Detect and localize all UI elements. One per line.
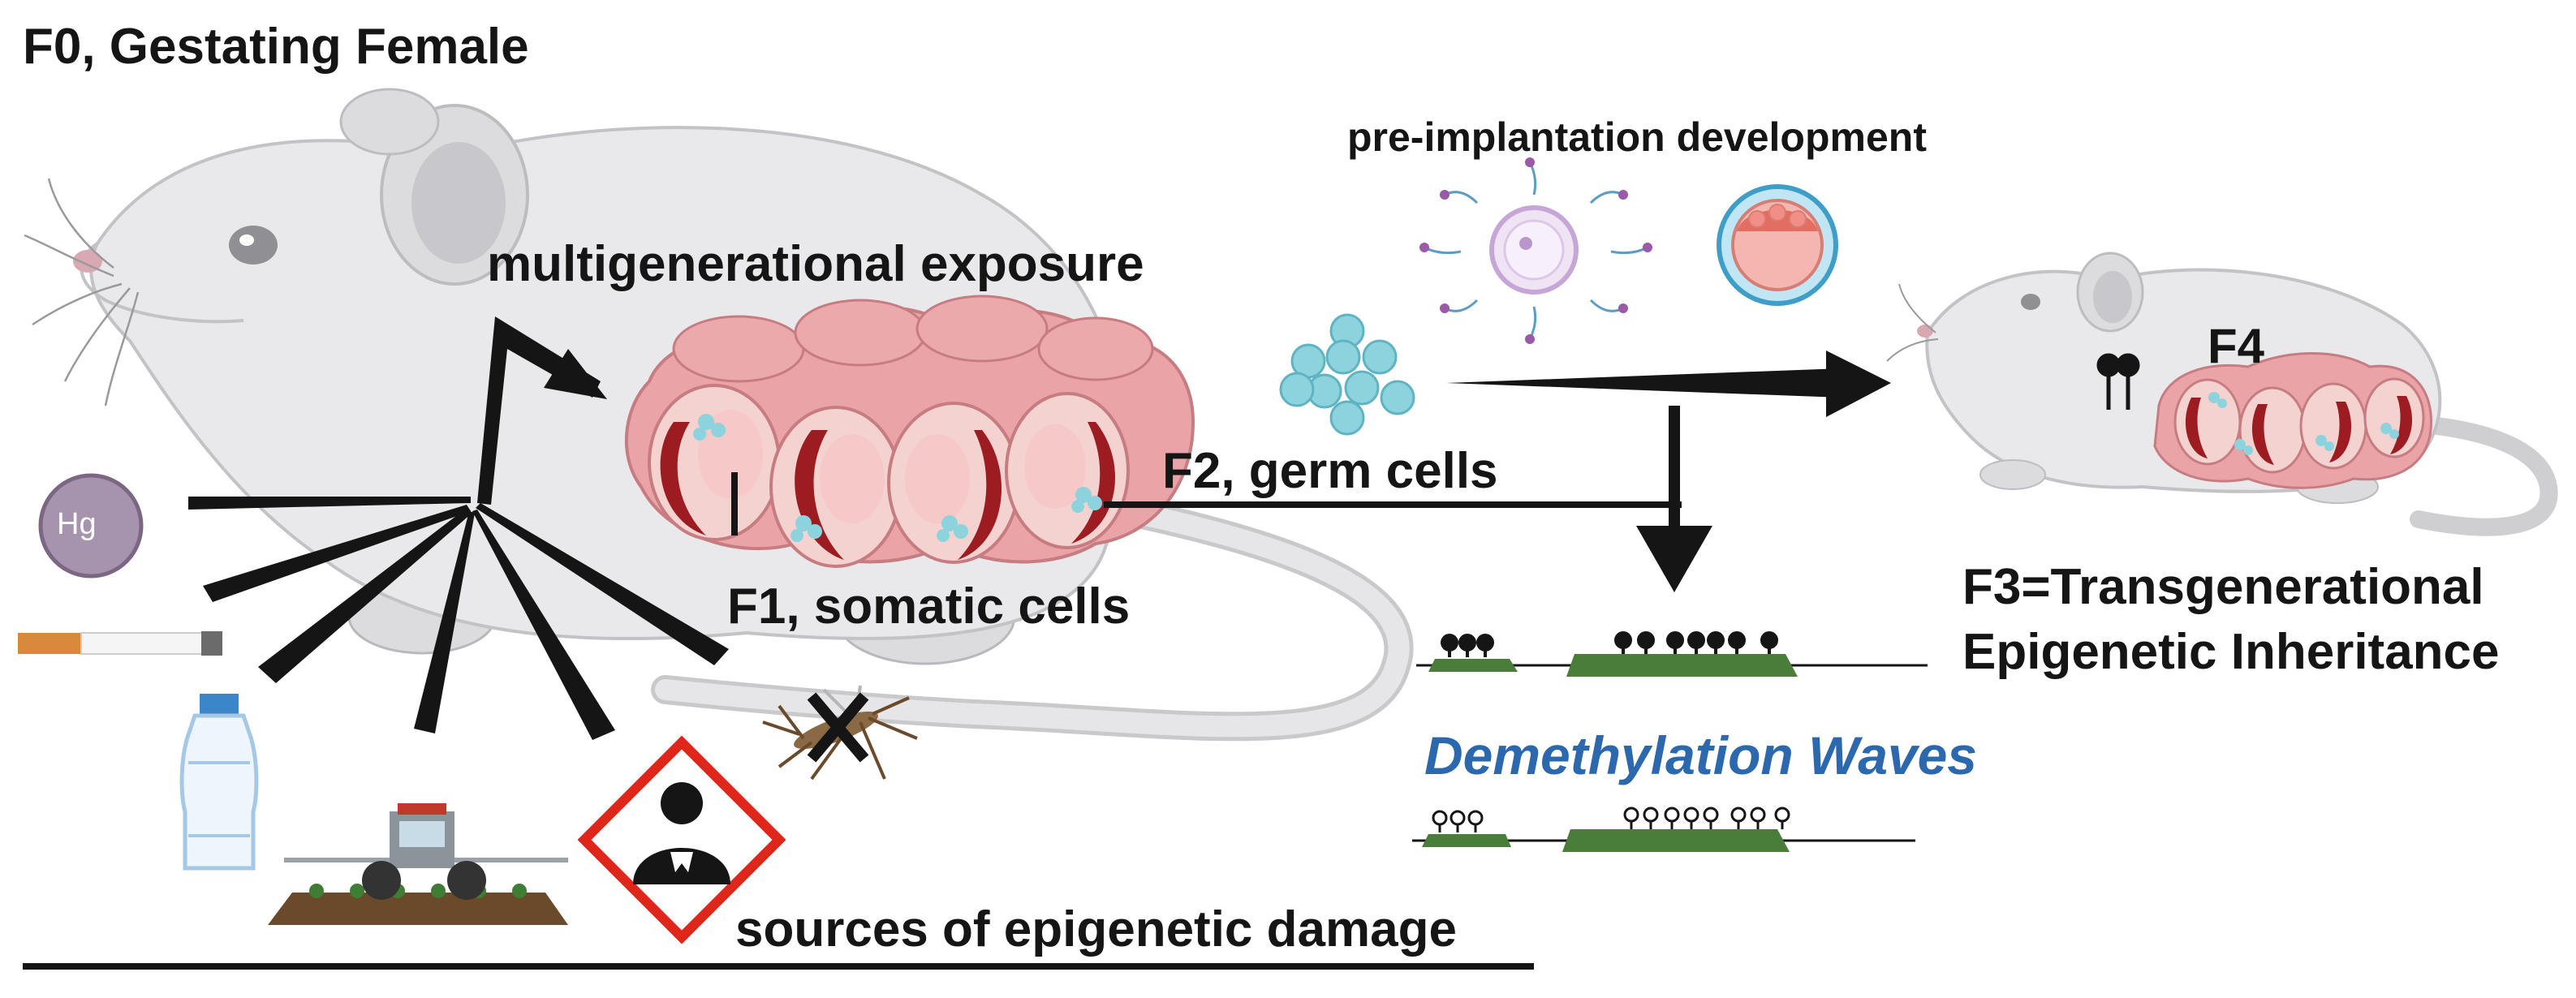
f3-label-line1: F3=Transgenerational (1962, 559, 2484, 615)
plastic-bottle-icon (179, 694, 259, 871)
multigenerational-exposure-label: multigenerational exposure (487, 236, 1144, 292)
f3-label-line2: Epigenetic Inheritance (1962, 624, 2500, 680)
small-uterus-embryos-icon (2153, 352, 2433, 489)
health-hazard-icon (577, 735, 786, 944)
methylated-dna-track (1416, 631, 1928, 677)
germ-cell-cluster-icon (1279, 313, 1415, 436)
f1-somatic-cells-label: F1, somatic cells (727, 579, 1131, 635)
sources-label: sources of epigenetic damage (735, 901, 1457, 957)
mosquito-icon (762, 685, 918, 781)
blastocyst-icon (1717, 184, 1838, 306)
fertilization-icon (1419, 157, 1652, 344)
exposure-arrow (477, 316, 607, 505)
f0-label: F0, Gestating Female (23, 19, 529, 75)
demethylation-waves-label: Demethylation Waves (1424, 725, 1978, 785)
mercury-icon (38, 473, 144, 579)
methylation-pin-icon (2096, 353, 2140, 410)
demethylation-arrow (1636, 406, 1712, 592)
demethylated-dna-track (1412, 807, 1915, 852)
generation-arrow (1446, 351, 1891, 417)
uterus-embryos-icon (624, 295, 1195, 568)
mercury-label: Hg (57, 507, 97, 541)
source-rays (188, 497, 729, 740)
cigarette-icon (18, 631, 222, 656)
f2-germ-cells-label: F2, germ cells (1162, 443, 1498, 499)
preimplantation-label: pre-implantation development (1347, 114, 1927, 160)
f4-label: F4 (2208, 319, 2265, 373)
tractor-sprayer-icon (268, 803, 568, 925)
